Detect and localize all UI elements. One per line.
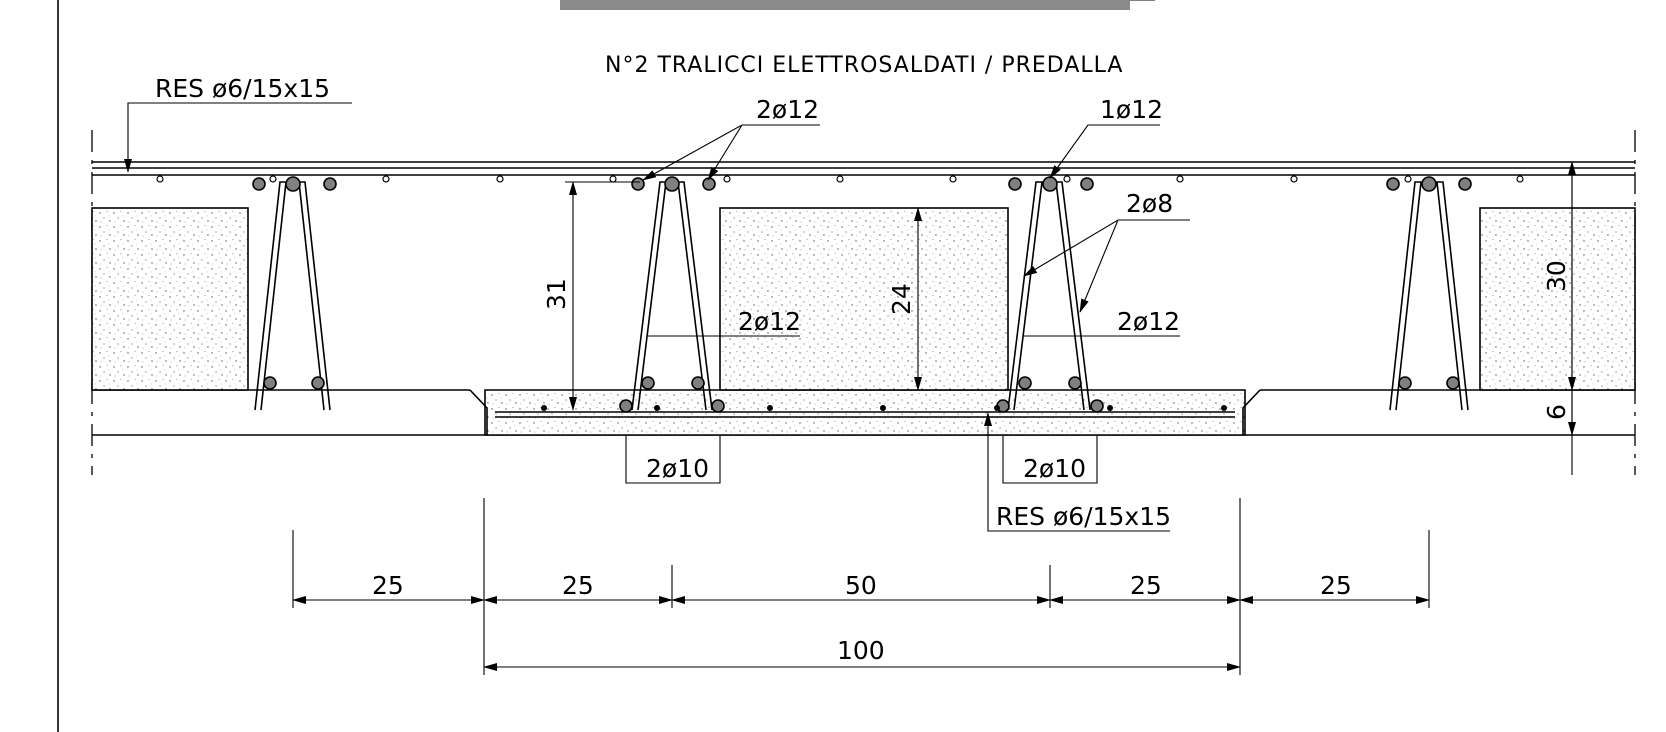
dim-30: 30 <box>1542 260 1571 292</box>
label-res-bottom: RES ø6/15x15 <box>996 502 1171 531</box>
block-center <box>719 207 1009 391</box>
dim-span-e: 25 <box>1320 571 1352 600</box>
dim-overall: 100 <box>837 636 885 665</box>
label-bars-top-right: 1ø12 <box>1100 95 1163 124</box>
label-bars-top-left: 2ø12 <box>756 95 819 124</box>
dim-span-d: 25 <box>1130 571 1162 600</box>
leader-res-top: RES ø6/15x15 <box>124 74 352 173</box>
leader-1o12-top: 1ø12 <box>1049 95 1163 179</box>
label-bars-bottom-left: 2ø10 <box>646 454 709 483</box>
mesh-bars-predalla <box>541 405 1227 411</box>
leader-2o10-right: 2ø10 <box>1002 436 1098 484</box>
label-bars-mid-right: 2ø12 <box>1117 307 1180 336</box>
label-res-top: RES ø6/15x15 <box>155 74 330 103</box>
block-right <box>1479 207 1636 391</box>
leader-2o12-mid-right: 2ø12 <box>1024 307 1180 337</box>
dim-slab-right: 30 6 <box>1542 161 1585 475</box>
leader-2o10-left: 2ø10 <box>625 436 721 484</box>
leader-2o12-top: 2ø12 <box>642 95 820 181</box>
label-bars-bottom-right: 2ø10 <box>1023 454 1086 483</box>
dim-span-c: 50 <box>845 571 877 600</box>
frame <box>57 0 1155 732</box>
mesh-bars-top <box>156 175 1524 183</box>
dim-6: 6 <box>1542 404 1571 420</box>
drawing-title: N°2 TRALICCI ELETTROSALDATI / PREDALLA <box>605 53 1123 78</box>
leader-res-bottom: RES ø6/15x15 <box>984 412 1171 532</box>
leader-2o8: 2ø8 <box>1023 189 1190 313</box>
dim-span-b: 25 <box>562 571 594 600</box>
label-bars-mid-left: 2ø12 <box>738 307 801 336</box>
truss-4 <box>1386 176 1472 411</box>
dim-horizontal: 25 25 50 25 25 100 <box>292 498 1430 675</box>
truss-3 <box>996 176 1104 413</box>
label-diagonals: 2ø8 <box>1126 189 1173 218</box>
dim-24: 24 <box>887 283 916 315</box>
truss-2 <box>619 176 725 413</box>
dim-span-a: 25 <box>372 571 404 600</box>
leader-2o12-mid-left: 2ø12 <box>648 307 801 337</box>
title-bar-decoration <box>560 0 1130 10</box>
truss-1 <box>252 176 337 411</box>
dim-31: 31 <box>542 278 571 310</box>
dim-block-height: 24 <box>887 207 922 391</box>
block-left <box>91 207 249 391</box>
dim-truss-height: 31 <box>542 181 640 411</box>
